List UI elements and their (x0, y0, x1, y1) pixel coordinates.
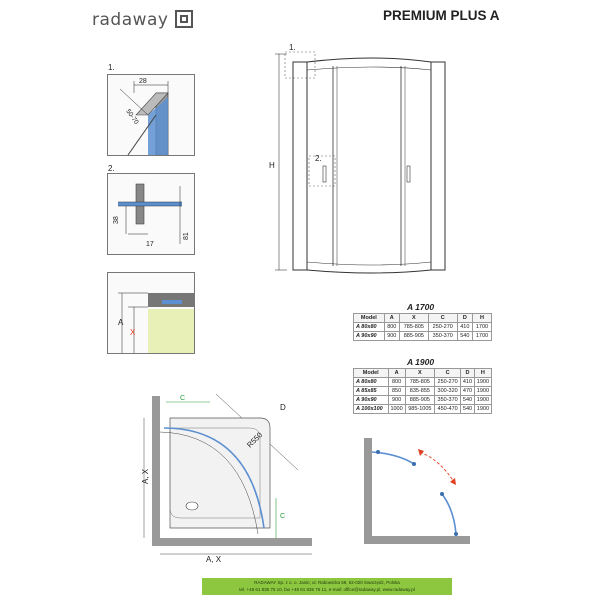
table-cell: 410 (460, 377, 475, 387)
table-header-cell: C (427, 313, 458, 323)
front-callout-1: 1. (289, 43, 296, 52)
table-cell: 540 (460, 404, 475, 414)
table-cell: 1900 (473, 395, 493, 405)
detail-3-dim-a: A (118, 318, 124, 327)
table-cell: 350-370 (434, 395, 462, 405)
table-cell: 1900 (473, 404, 493, 414)
table-header-cell: C (434, 368, 462, 378)
detail-2-drawing: 38 17 81 (108, 174, 194, 254)
table-cell: A 90x90 (353, 395, 389, 405)
table-cell: A 80x80 (353, 377, 389, 387)
plan-ax-left-label: A, X (141, 468, 150, 484)
detail-1-label: 1. (108, 63, 115, 72)
table-header-cell: A (383, 313, 400, 323)
table-header-cell: H (473, 368, 493, 378)
table-cell: 985-1005 (404, 404, 436, 414)
table-header-cell: Model (353, 313, 385, 323)
detail-1-dim-top: 28 (139, 78, 147, 85)
table-cell: A 100x100 (353, 404, 389, 414)
table-header-cell: Model (353, 368, 389, 378)
table-cell: 540 (456, 331, 473, 341)
detail-1-drawing: 28 50-70 (108, 75, 194, 155)
page-title: PREMIUM PLUS A (383, 8, 500, 23)
table-cell: 850 (387, 386, 406, 396)
plan-c-top-label: C (180, 395, 185, 402)
footer-address: RADAWAY Sp. z o. o. Jasin; ul. Rabowicka… (254, 580, 400, 585)
door-opening-drawing (364, 438, 470, 544)
detail-1-panel: 28 50-70 (107, 74, 195, 156)
table-cell: 900 (387, 395, 406, 405)
table-cell: 835-855 (404, 386, 436, 396)
table-cell: 885-905 (398, 331, 429, 341)
table-cell: 885-905 (404, 395, 436, 405)
table-cell: 250-270 (427, 322, 458, 332)
table-cell: 1700 (471, 331, 493, 341)
table-header-cell: D (460, 368, 475, 378)
plan-d-label: D (280, 403, 286, 412)
table-cell: 470 (460, 386, 475, 396)
table-header-cell: D (456, 313, 473, 323)
detail-2-label: 2. (108, 164, 115, 173)
table-header-cell: X (404, 368, 436, 378)
plan-c-side-label: C (280, 513, 285, 520)
front-height-label: H (269, 161, 275, 170)
detail-2-panel: 38 17 81 (107, 173, 195, 255)
table-header-cell: H (471, 313, 493, 323)
table-cell: A 90x90 (353, 331, 385, 341)
detail-3-drawing: A X (108, 273, 194, 353)
detail-3-dim-x: X (130, 328, 136, 337)
table-cell: 900 (383, 331, 400, 341)
table-1-title: A 1700 (407, 302, 435, 312)
brand-logo-icon (175, 10, 193, 28)
table-header-cell: X (398, 313, 429, 323)
front-view-drawing: 1. 2. H (269, 43, 446, 274)
table-cell: 450-470 (434, 404, 462, 414)
table-2-title: A 1900 (407, 357, 435, 367)
detail-3-panel: A X (107, 272, 195, 354)
brand-logo-text: radaway (92, 10, 169, 30)
table-cell: 1900 (473, 377, 493, 387)
plan-view-drawing: C D R550 C A, X A, X (141, 393, 312, 564)
table-cell: 1000 (387, 404, 406, 414)
table-cell: 800 (383, 322, 400, 332)
table-cell: 410 (456, 322, 473, 332)
table-cell: 1700 (471, 322, 493, 332)
front-callout-2: 2. (315, 154, 322, 163)
plan-ax-bottom-label: A, X (206, 555, 222, 564)
table-cell: 250-270 (434, 377, 462, 387)
table-header-cell: A (387, 368, 406, 378)
table-cell: A 85x85 (353, 386, 389, 396)
table-cell: 350-370 (427, 331, 458, 341)
detail-2-dim-bottom: 17 (146, 241, 154, 248)
table-cell: 300-320 (434, 386, 462, 396)
table-cell: 540 (460, 395, 475, 405)
detail-2-dim-left: 38 (113, 216, 120, 224)
footer-contact: tel. +48 61 835 75 10, fax +48 61 835 75… (239, 587, 415, 592)
table-cell: 785-805 (404, 377, 436, 387)
table-cell: A 80x80 (353, 322, 385, 332)
table-cell: 800 (387, 377, 406, 387)
table-cell: 1900 (473, 386, 493, 396)
table-cell: 785-805 (398, 322, 429, 332)
footer-bar: RADAWAY Sp. z o. o. Jasin; ul. Rabowicka… (202, 578, 452, 595)
detail-2-dim-right: 81 (183, 232, 190, 240)
